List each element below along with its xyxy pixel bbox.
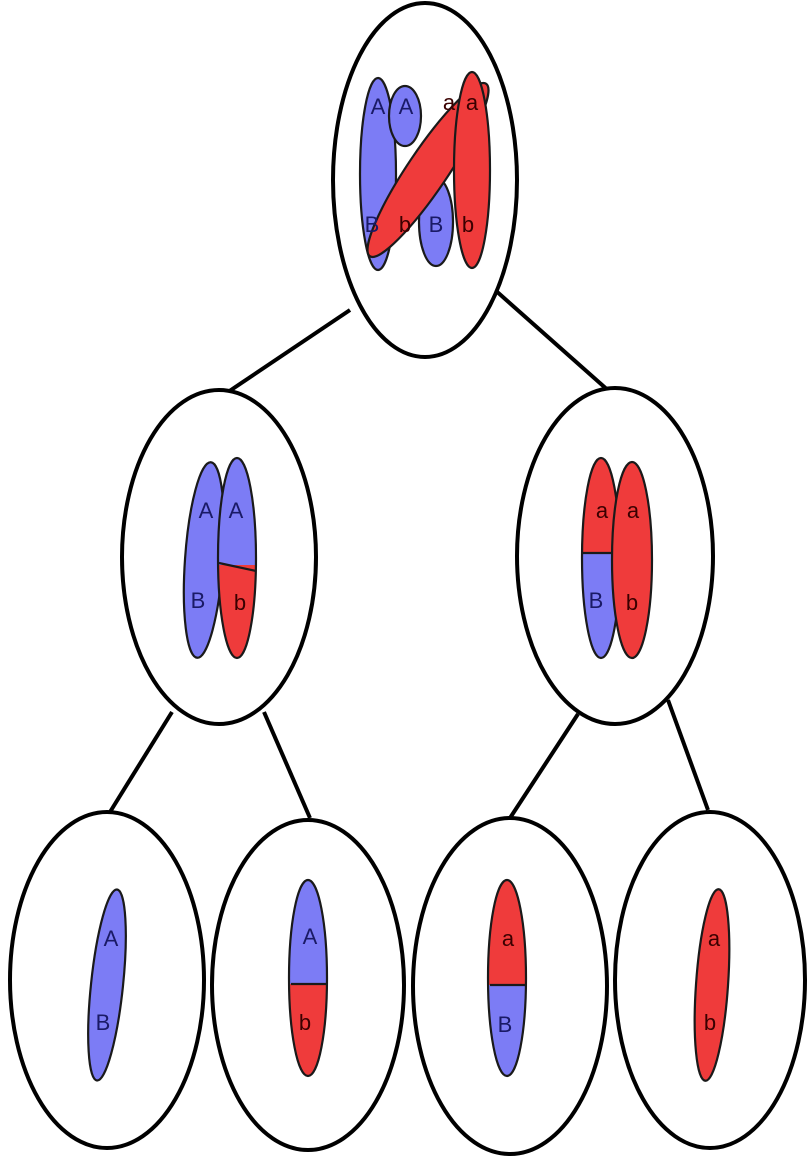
meiosis1-right-chromatid-2 (610, 460, 654, 660)
meiosis1-right-allele-1-bottom: B (589, 588, 604, 613)
meiosis1-right-allele-2-bottom: b (626, 590, 638, 615)
meiosis1-right-cell: a B a b (515, 386, 715, 726)
gamete-2-allele-top: A (303, 924, 318, 949)
gamete-4-allele-top: a (708, 926, 721, 951)
line-parent-to-right (493, 288, 612, 394)
meiosis1-left-allele-2-top: A (229, 498, 244, 523)
parent-allele-3-top: a (443, 90, 456, 115)
meiosis1-left-allele-1-top: A (199, 498, 214, 523)
gamete-4-chromatid (693, 888, 731, 1082)
meiosis1-left-allele-1-bottom: B (191, 588, 206, 613)
parent-allele-3-bottom: b (399, 212, 411, 237)
gamete-2-allele-bottom: b (299, 1010, 311, 1035)
gamete-1-allele-bottom: B (96, 1010, 111, 1035)
gamete-1-allele-top: A (104, 926, 119, 951)
parent-allele-2-bottom: B (429, 212, 444, 237)
gamete-3-allele-top: a (502, 926, 515, 951)
meiosis1-left-cell: A B A b (120, 388, 318, 726)
meiosis1-right-allele-1-top: a (596, 498, 609, 523)
parent-cell: A B A B a b a b (331, 1, 519, 359)
parent-allele-4-top: a (466, 90, 479, 115)
gamete-3-allele-bottom: B (498, 1012, 513, 1037)
gamete-4-cell: a b (613, 810, 807, 1150)
parent-allele-1-top: A (371, 94, 386, 119)
gamete-2-cell: A b (210, 818, 406, 1152)
parent-allele-2-top: A (399, 94, 414, 119)
gamete-4-allele-bottom: b (704, 1010, 716, 1035)
line-parent-to-left (226, 308, 352, 394)
line-left-to-gamete1 (108, 710, 174, 814)
meiosis1-left-allele-2-bottom: b (234, 590, 246, 615)
gamete-1-cell: A B (8, 810, 206, 1150)
line-left-to-gamete2 (262, 711, 312, 819)
gamete-1-chromatid (87, 888, 127, 1082)
parent-allele-1-bottom: B (365, 212, 380, 237)
parent-allele-4-bottom: b (462, 212, 474, 237)
meiosis1-right-allele-2-top: a (627, 498, 640, 523)
lineage-lines (108, 288, 710, 820)
parent-chromatid-4 (452, 70, 492, 270)
line-right-to-gamete4 (666, 699, 710, 811)
line-right-to-gamete3 (508, 712, 580, 820)
gamete-3-cell: a B (411, 816, 609, 1156)
